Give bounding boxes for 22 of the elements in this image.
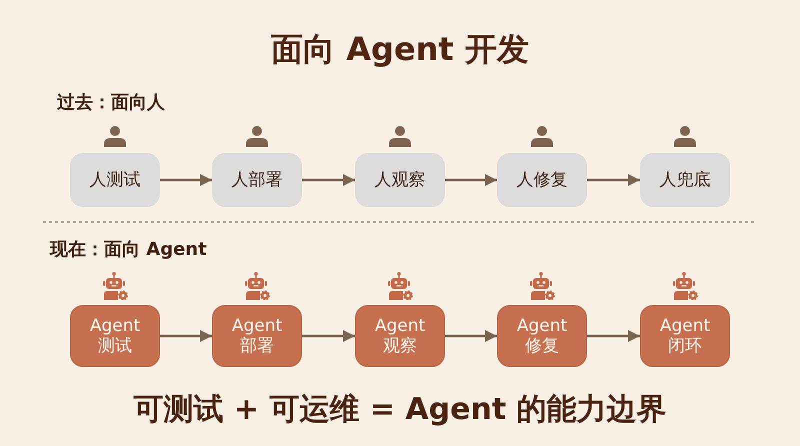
title: 面向 Agent 开发: [271, 30, 529, 68]
arrow: [302, 174, 355, 186]
process-box: Agent 测试: [70, 305, 160, 367]
arrow: [587, 330, 640, 342]
arrow: [587, 174, 640, 186]
process-box: 人测试: [70, 153, 160, 207]
process-box: Agent 闭环: [640, 305, 730, 367]
process-box: 人部署: [212, 153, 302, 207]
process-box: 人修复: [497, 153, 587, 207]
process-box: Agent 部署: [212, 305, 302, 367]
arrow: [160, 174, 212, 186]
process-box: Agent 修复: [497, 305, 587, 367]
arrow: [160, 330, 212, 342]
summary-text: 可测试 + 可运维 = Agent 的能力边界: [133, 392, 667, 428]
process-box: 人观察: [355, 153, 445, 207]
arrow: [445, 330, 497, 342]
process-box: 人兜底: [640, 153, 730, 207]
section-heading: 过去：面向人: [57, 92, 165, 114]
arrow: [302, 330, 355, 342]
process-box: Agent 观察: [355, 305, 445, 367]
section-heading: 现在：面向 Agent: [50, 239, 207, 261]
arrow: [445, 174, 497, 186]
